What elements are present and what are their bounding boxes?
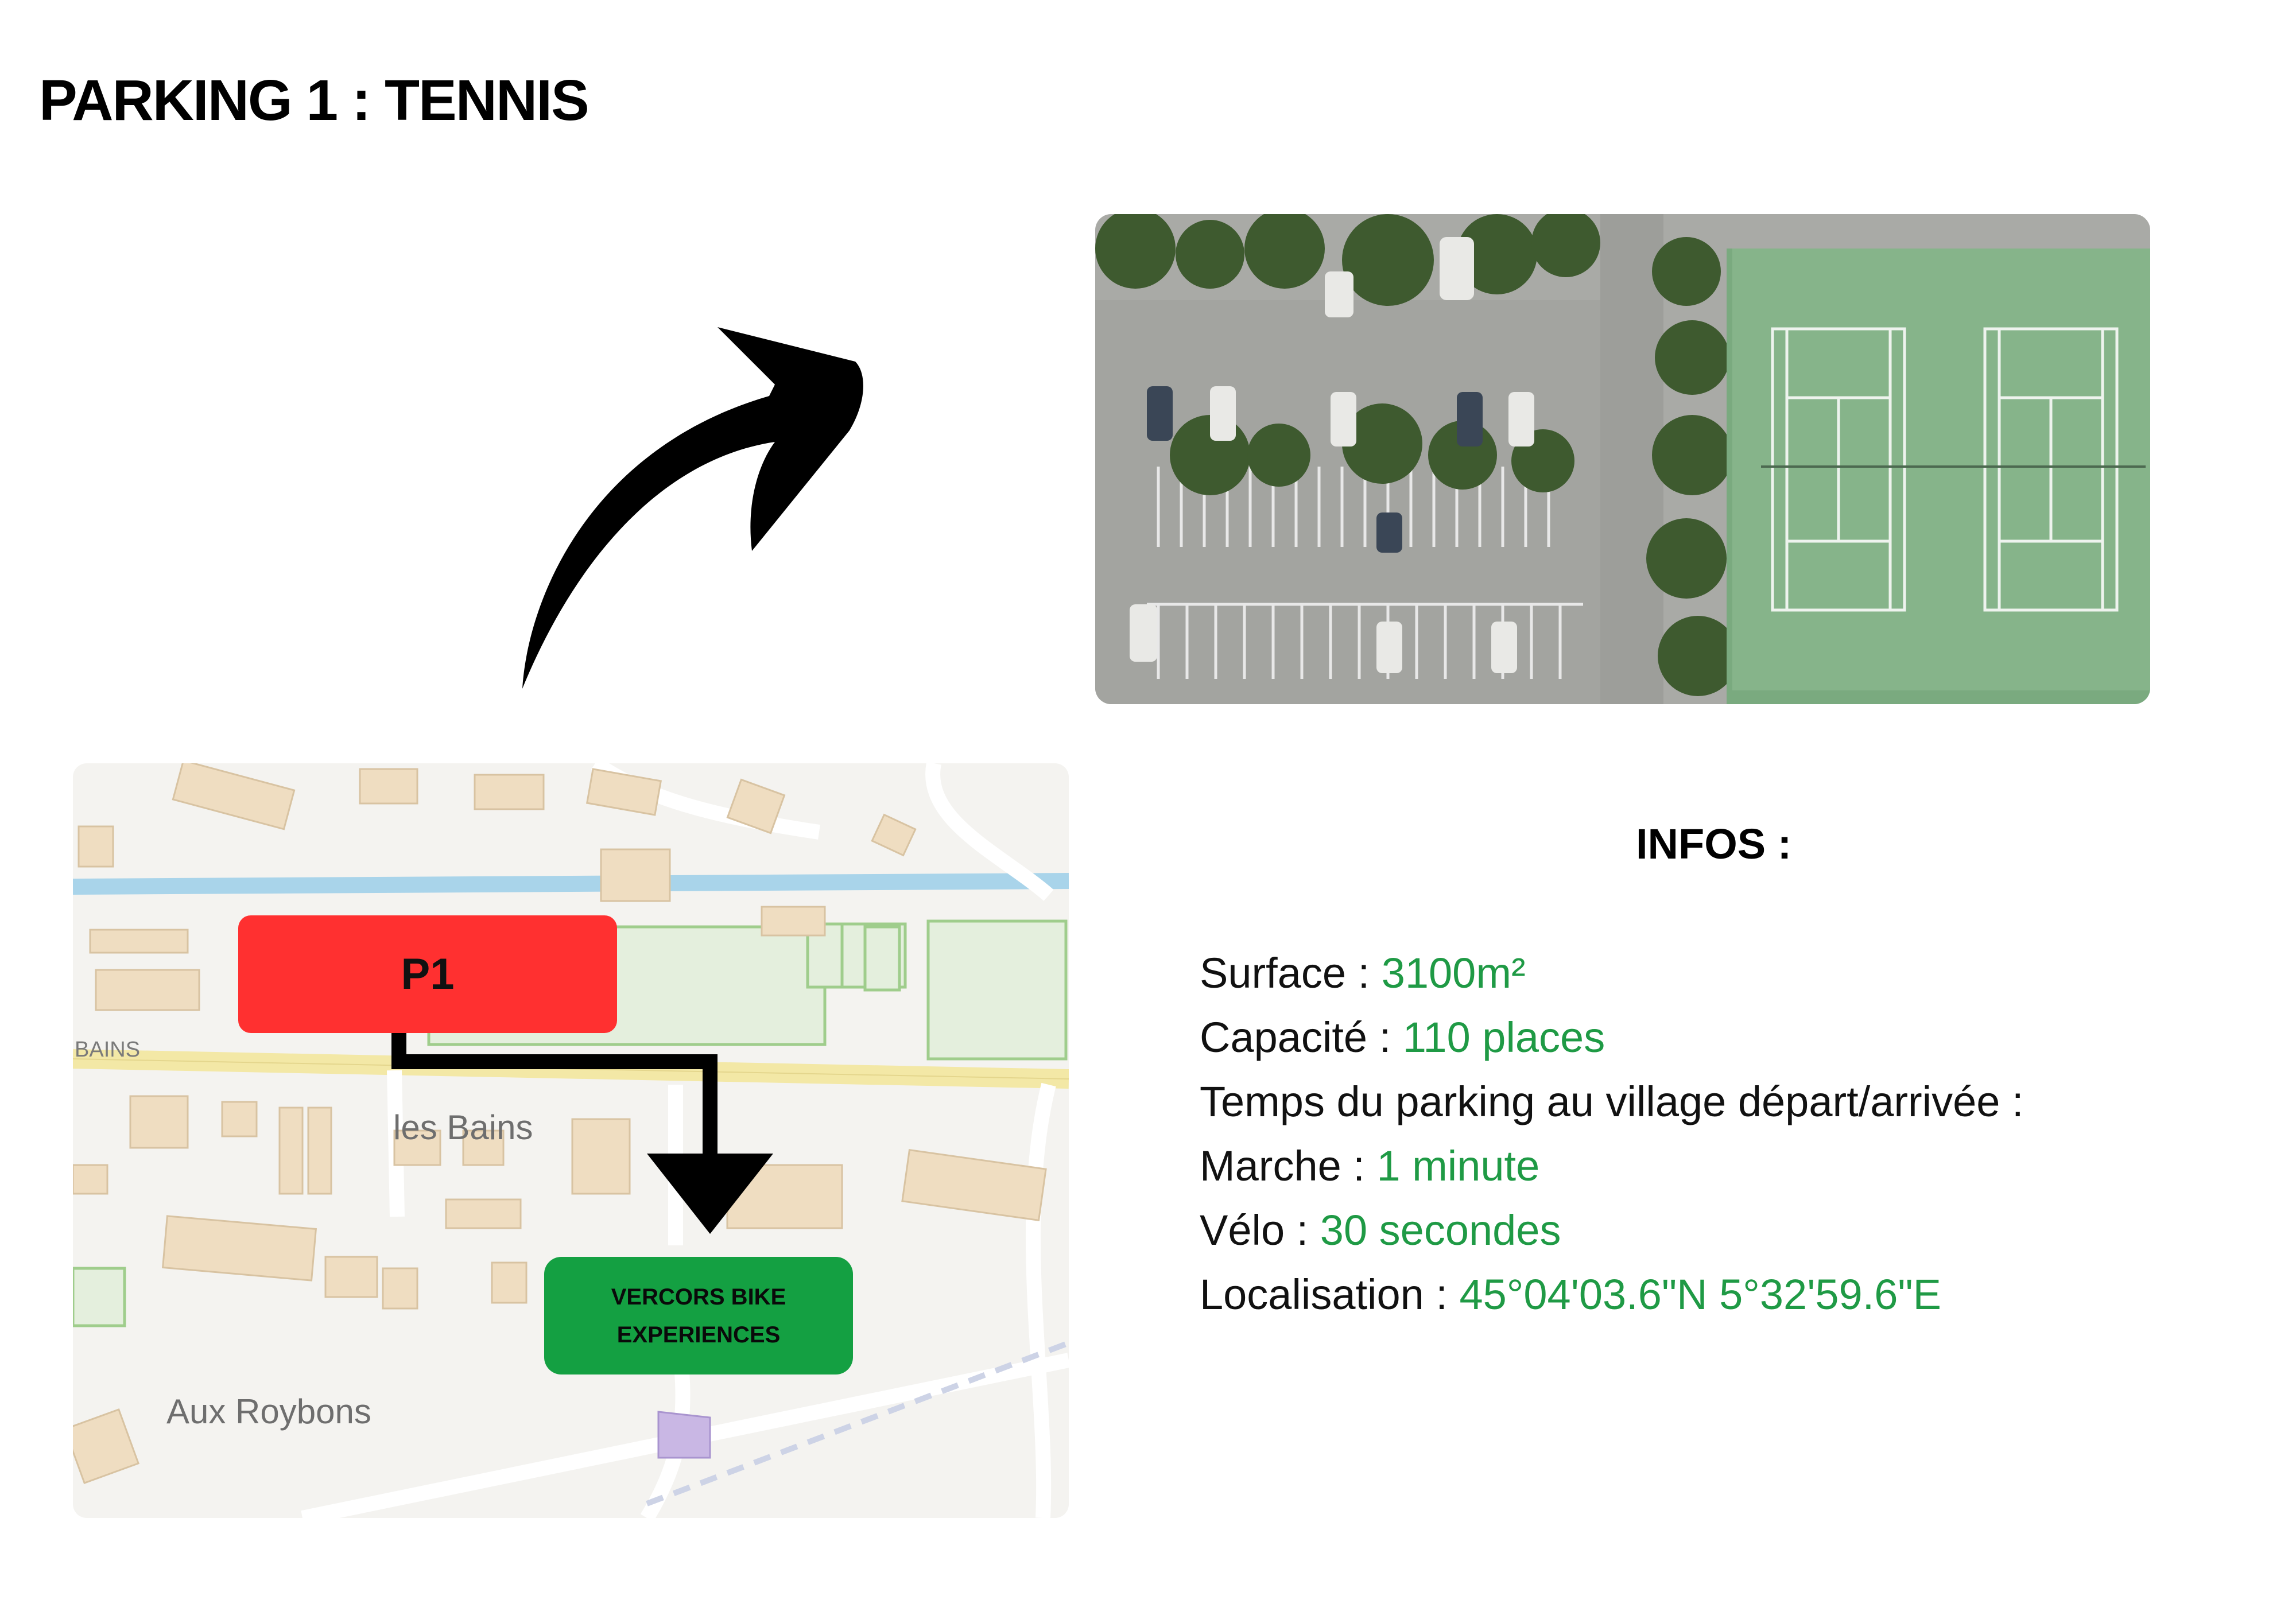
destination-marker: VERCORS BIKE EXPERIENCES — [544, 1257, 853, 1374]
capacity-value: 110 places — [1402, 1014, 1605, 1061]
parking-p1-label: P1 — [401, 950, 455, 999]
location-label: Localisation : — [1200, 1271, 1460, 1318]
road-label-bains: BAINS — [75, 1038, 141, 1062]
place-label-les-bains: les Bains — [393, 1108, 533, 1147]
infos-list: Surface : 3100m² Capacité : 110 places T… — [1200, 941, 2024, 1327]
surface-label: Surface : — [1200, 949, 1382, 997]
bike-value: 30 secondes — [1320, 1206, 1561, 1254]
bike-label: Vélo : — [1200, 1206, 1320, 1254]
parking-p1-marker: P1 — [238, 915, 617, 1033]
curved-arrow-icon — [522, 327, 863, 689]
place-label-aux-roybons: Aux Roybons — [166, 1392, 371, 1431]
street-map — [73, 763, 1069, 1518]
time-label: Temps du parking au village départ/arriv… — [1200, 1078, 2024, 1125]
walk-value: 1 minute — [1376, 1142, 1540, 1190]
infos-title: INFOS : — [1636, 820, 1792, 868]
destination-label-line2: EXPERIENCES — [616, 1322, 781, 1348]
walk-label: Marche : — [1200, 1142, 1377, 1190]
info-capacity: Capacité : 110 places — [1200, 1005, 2024, 1070]
info-location: Localisation : 45°04'03.6"N 5°32'59.6"E — [1200, 1263, 2024, 1327]
page-title: PARKING 1 : TENNIS — [39, 68, 589, 133]
info-walk: Marche : 1 minute — [1200, 1134, 2024, 1198]
location-value: 45°04'03.6"N 5°32'59.6"E — [1459, 1271, 1941, 1318]
info-time: Temps du parking au village départ/arriv… — [1200, 1070, 2024, 1134]
info-bike: Vélo : 30 secondes — [1200, 1198, 2024, 1263]
destination-label-line1: VERCORS BIKE — [611, 1284, 786, 1310]
capacity-label: Capacité : — [1200, 1014, 1403, 1061]
surface-value: 3100m² — [1381, 949, 1526, 997]
info-surface: Surface : 3100m² — [1200, 941, 2024, 1005]
aerial-photo — [1095, 214, 2150, 704]
